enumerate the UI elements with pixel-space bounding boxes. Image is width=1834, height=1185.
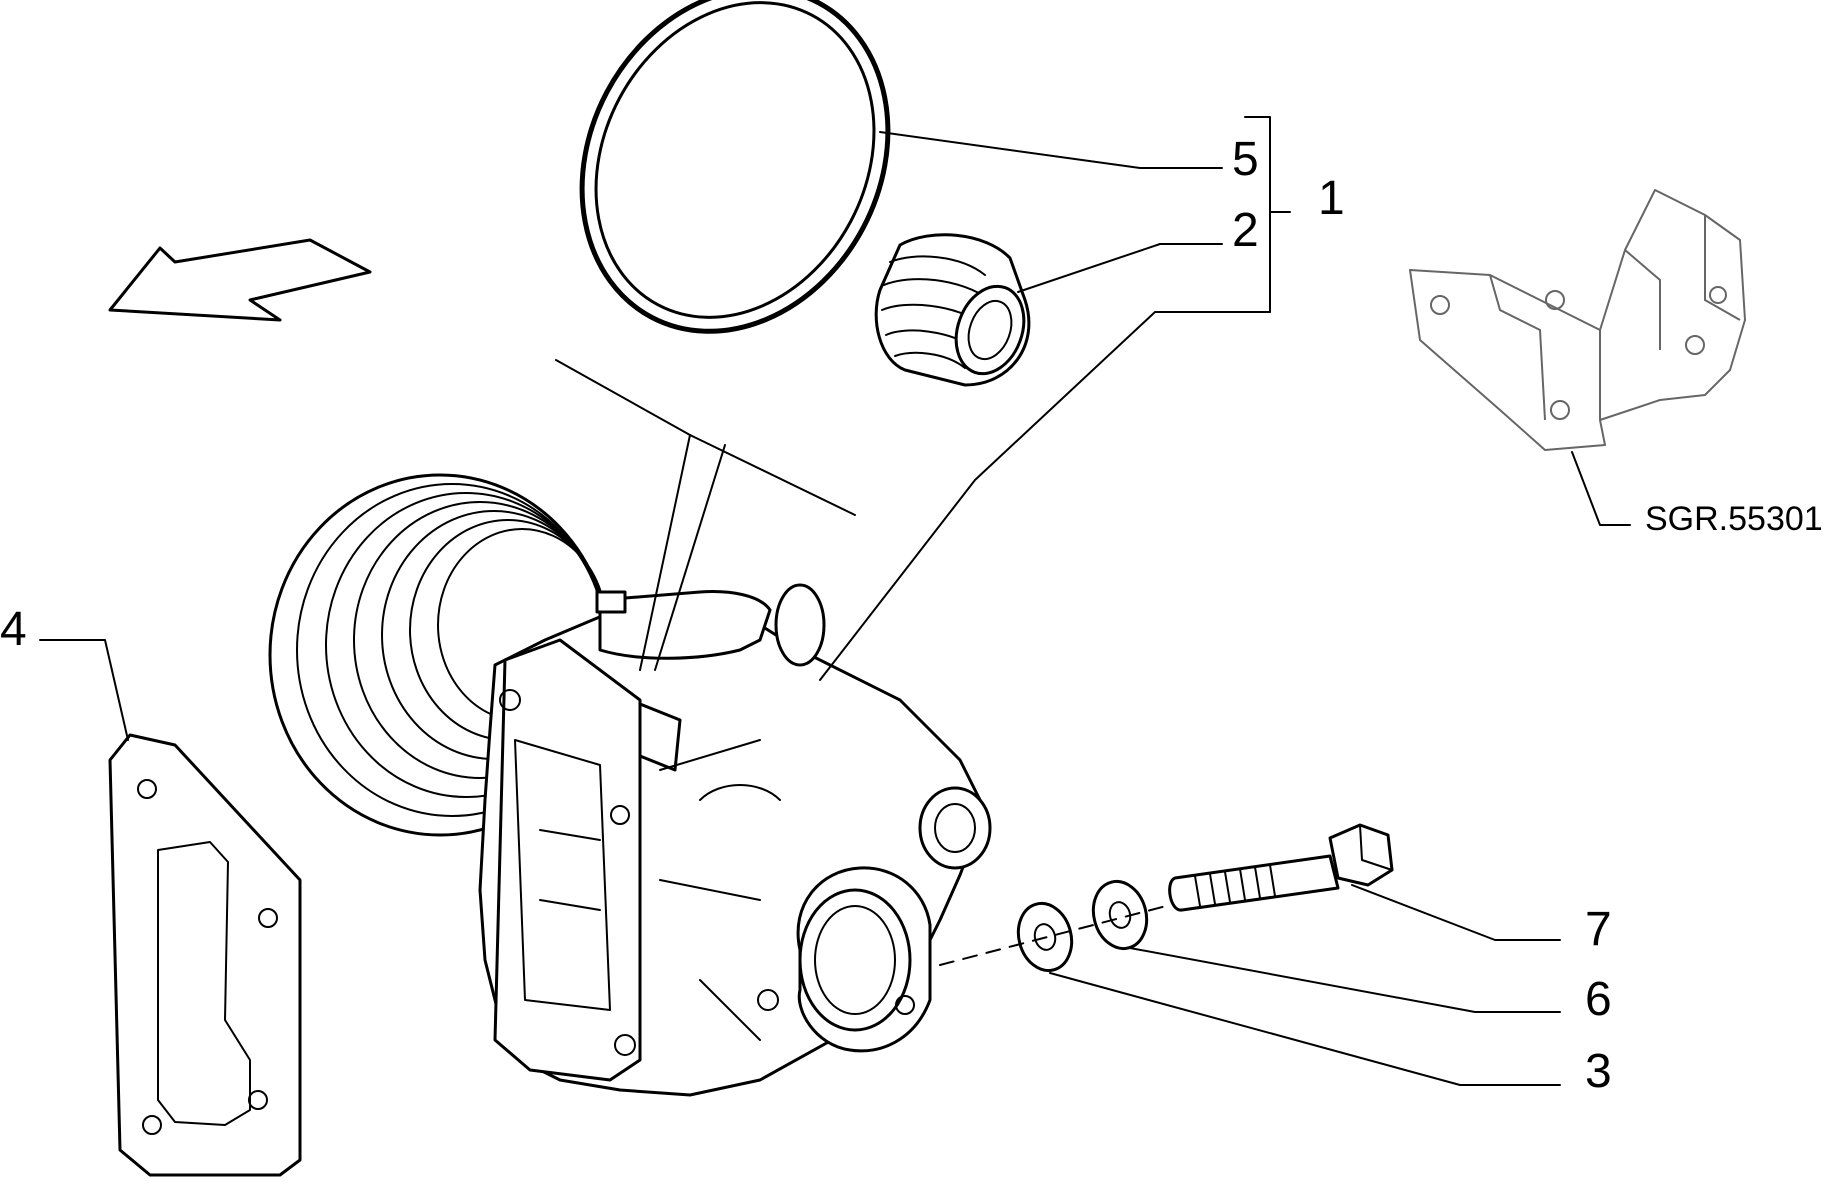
callout-7: 7 — [1585, 903, 1612, 956]
washer-part-6 — [1091, 879, 1149, 951]
leader-lines — [39, 116, 1631, 1086]
callout-5: 5 — [1232, 133, 1259, 186]
reference-code: SGR.55301 — [1645, 500, 1823, 538]
callout-1: 1 — [1318, 172, 1345, 225]
callout-4: 4 — [0, 603, 27, 656]
bolt-part-7 — [1168, 823, 1394, 912]
direction-arrow-icon — [108, 238, 372, 322]
reference-mount-drawing — [1409, 189, 1746, 451]
water-pump-body — [478, 583, 992, 1097]
o-ring-seal — [579, 0, 891, 334]
callout-2: 2 — [1232, 204, 1259, 257]
ribbed-sleeve — [874, 233, 1031, 387]
callout-6: 6 — [1585, 973, 1612, 1026]
callout-3: 3 — [1585, 1045, 1612, 1098]
mounting-gasket — [108, 733, 302, 1177]
